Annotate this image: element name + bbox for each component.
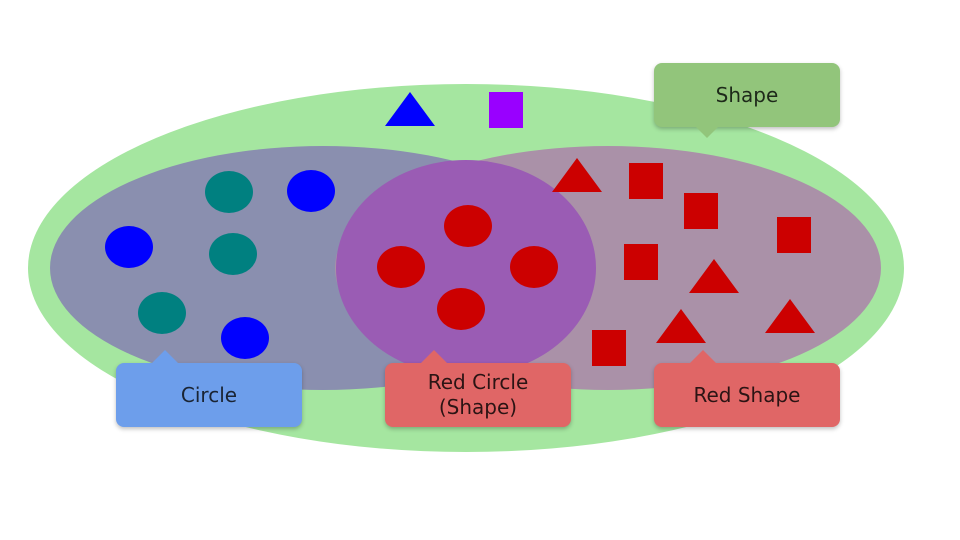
red-square <box>629 163 663 199</box>
red-circle-callout: Red Circle (Shape) <box>385 350 571 427</box>
callout-pointer <box>696 127 718 138</box>
red-circle <box>444 205 492 247</box>
callout-pointer <box>152 350 178 363</box>
circle-callout: Circle <box>116 350 302 427</box>
red-circle <box>437 288 485 330</box>
red-shape-label: Red Shape <box>693 382 801 407</box>
teal-circle <box>205 171 253 213</box>
callout-pointer <box>421 350 447 363</box>
blue-circle <box>105 226 153 268</box>
red-triangle <box>656 309 706 343</box>
red-square <box>624 244 658 280</box>
red-square <box>592 330 626 366</box>
red-triangle <box>689 259 739 293</box>
red-circle-label-line2: (Shape) <box>438 395 518 419</box>
items-layer <box>105 92 815 366</box>
circle-label: Circle <box>180 382 238 407</box>
teal-circle <box>138 292 186 334</box>
callout-pointer <box>690 350 716 363</box>
shape-callout: Shape <box>654 63 840 138</box>
red-shape-callout: Red Shape <box>654 350 840 427</box>
red-circle-label: Red Circle (Shape) <box>428 370 529 420</box>
red-triangle <box>552 158 602 192</box>
red-circle-label-line1: Red Circle <box>427 370 529 394</box>
blue-circle <box>221 317 269 359</box>
red-square <box>684 193 718 229</box>
teal-circle <box>209 233 257 275</box>
blue-triangle <box>385 92 435 126</box>
red-circle <box>510 246 558 288</box>
red-square <box>777 217 811 253</box>
purple-square <box>489 92 523 128</box>
shape-label: Shape <box>715 82 779 107</box>
red-circle <box>377 246 425 288</box>
red-triangle <box>765 299 815 333</box>
blue-circle <box>287 170 335 212</box>
red-circle-region <box>336 160 596 376</box>
